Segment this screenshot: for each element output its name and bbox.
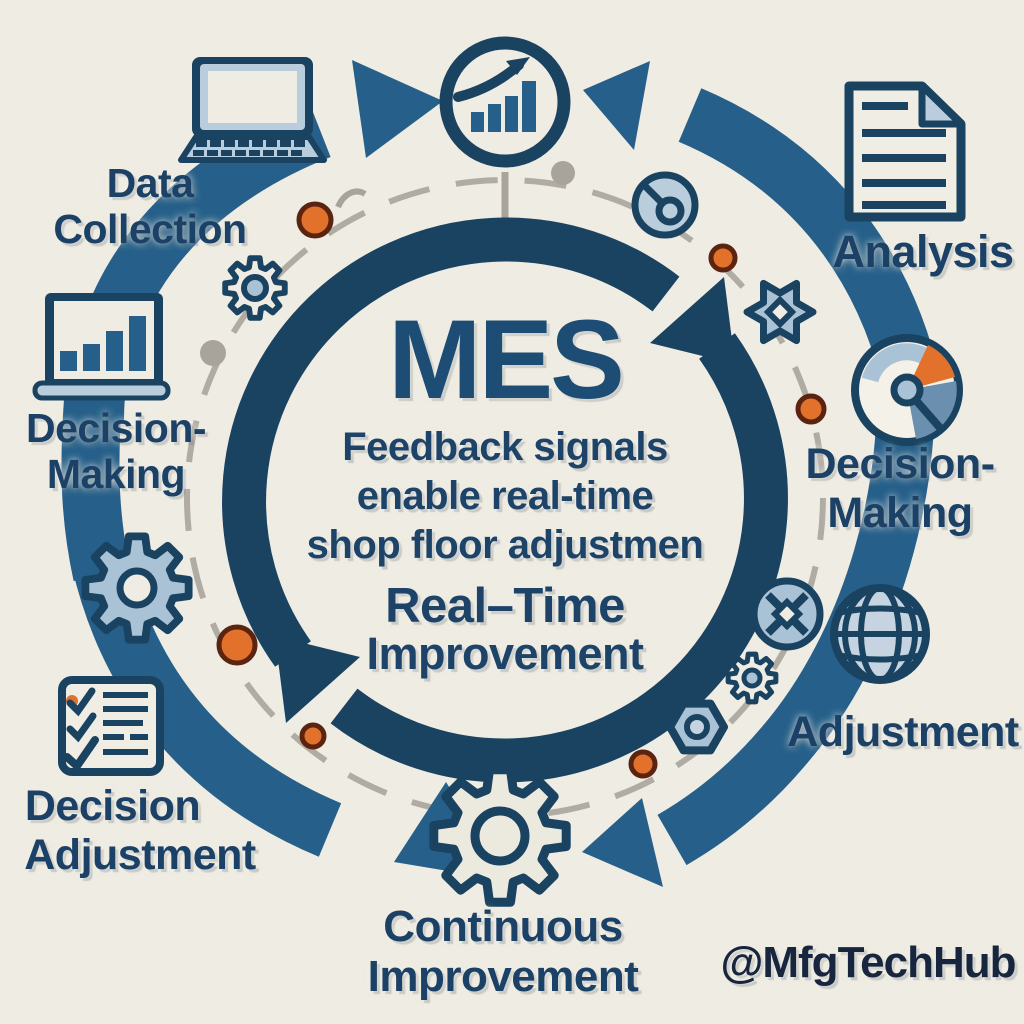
star-cog-icon-right — [743, 279, 817, 345]
center-emphasis-line1: Real–Time — [385, 579, 625, 633]
ring-arrowhead-clockwise-bottom — [275, 636, 360, 723]
gray-markers — [200, 161, 575, 366]
label-data-collection: Data Collection — [53, 160, 247, 253]
label-line: Making — [827, 488, 973, 537]
label-line: Decision — [24, 782, 201, 830]
label-analysis: Analysis — [832, 226, 1014, 277]
gear-icon — [434, 770, 566, 902]
checklist-icon — [58, 676, 164, 776]
globe-icon — [830, 584, 930, 684]
small-cog-icon-bottom-right — [728, 654, 776, 702]
center-title: MES — [388, 297, 625, 422]
label-line: Adjustment — [24, 830, 256, 879]
small-cog-icon-top-left — [225, 258, 285, 318]
label-line: Decision- — [25, 405, 207, 451]
wheel-icon-top-right — [631, 171, 699, 239]
center-body-line2: enable real-time — [356, 473, 654, 518]
inner-feedback-ring — [222, 217, 788, 783]
label-decision-making-right: Decision- Making — [805, 440, 995, 537]
center-body-text: Feedback signals enable real-time shop f… — [307, 423, 704, 569]
laptop-icon — [178, 57, 327, 163]
label-adjustment: Adjustment — [787, 708, 1019, 756]
large-cog-icon-left — [85, 536, 188, 639]
label-line: Making — [46, 451, 186, 498]
label-line: Improvement — [367, 951, 639, 1001]
label-line: Data — [106, 160, 194, 206]
hex-cog-icon-bottom-right — [666, 699, 728, 755]
spoke-wheel-icon-bottom-right — [750, 577, 824, 651]
center-emphasis-line2: Improvement — [366, 628, 644, 679]
center-body-line1: Feedback signals — [342, 425, 668, 469]
label-decision-adjustment: Decision Adjustment — [24, 782, 256, 879]
gauge-icon — [851, 334, 963, 446]
label-continuous-improvement: Continuous Improvement — [368, 902, 639, 1001]
label-decision-making-left: Decision- Making — [25, 405, 207, 498]
orange-milestone-dots — [216, 201, 827, 779]
label-line: Collection — [53, 206, 247, 253]
growth-chart-icon — [439, 36, 571, 168]
arrowhead-top-left — [352, 60, 443, 158]
monitor-chart-icon — [32, 293, 171, 401]
center-body-line3: shop floor adjustmen — [306, 522, 704, 567]
label-line: Decision- — [805, 440, 995, 488]
ring-arrowhead-clockwise-top — [650, 277, 735, 364]
arrowhead-top-right — [583, 61, 650, 150]
document-icon — [844, 81, 966, 222]
label-line: Continuous — [383, 902, 623, 951]
arrowhead-bottom-right — [582, 798, 663, 887]
watermark: @MfgTechHub — [720, 938, 1016, 987]
